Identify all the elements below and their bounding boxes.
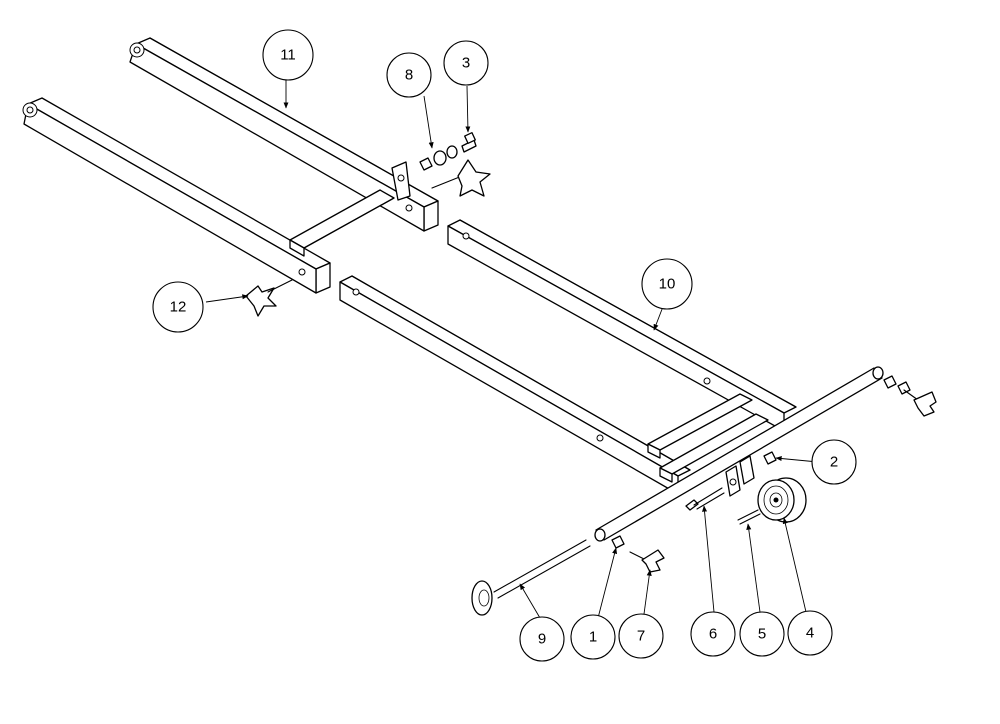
balloon-2: 2 [811, 439, 857, 485]
axle-end-right [883, 375, 937, 417]
lower-crossbar-2 [659, 413, 769, 483]
balloon-4: 4 [787, 610, 833, 656]
svg-text:7: 7 [637, 628, 645, 645]
balloon-9: 9 [519, 616, 565, 662]
caster-bracket [725, 455, 755, 497]
svg-text:8: 8 [405, 67, 413, 84]
balloon-8: 8 [386, 52, 432, 98]
mounting-plate [391, 161, 411, 201]
pin-5 [737, 509, 761, 525]
upper-arm-long [129, 37, 439, 232]
svg-text:1: 1 [589, 629, 597, 646]
rod-9 [471, 539, 591, 616]
axle-tube [594, 366, 884, 542]
lower-crossbar-1 [647, 393, 753, 459]
balloon-11: 11 [262, 29, 314, 81]
svg-text:6: 6 [709, 626, 717, 643]
balloon-10: 10 [641, 258, 693, 310]
hardware-stack [419, 132, 477, 171]
star-knob-7 [629, 549, 665, 573]
wheel-4 [757, 477, 807, 523]
svg-text:10: 10 [659, 276, 676, 293]
svg-text:9: 9 [538, 631, 546, 648]
star-knob-upper [431, 159, 491, 197]
svg-text:3: 3 [462, 55, 470, 72]
balloon-12: 12 [152, 281, 204, 333]
balloon-1: 1 [570, 614, 616, 660]
svg-text:4: 4 [806, 625, 814, 642]
upper-crossbar [289, 189, 395, 257]
nut-2 [763, 451, 777, 465]
leader-lines [205, 80, 819, 619]
svg-text:5: 5 [758, 626, 766, 643]
svg-text:11: 11 [280, 47, 296, 64]
lower-rail-front [339, 275, 691, 495]
svg-text:2: 2 [830, 454, 838, 471]
balloon-7: 7 [618, 613, 664, 659]
upper-arm-left [22, 97, 331, 294]
nut-1 [611, 535, 625, 549]
balloon-5: 5 [739, 611, 785, 657]
svg-text:12: 12 [170, 299, 187, 316]
star-knob-12 [245, 279, 293, 317]
balloon-6: 6 [690, 611, 736, 657]
bolt-6 [685, 487, 725, 511]
balloon-3: 3 [443, 40, 489, 86]
